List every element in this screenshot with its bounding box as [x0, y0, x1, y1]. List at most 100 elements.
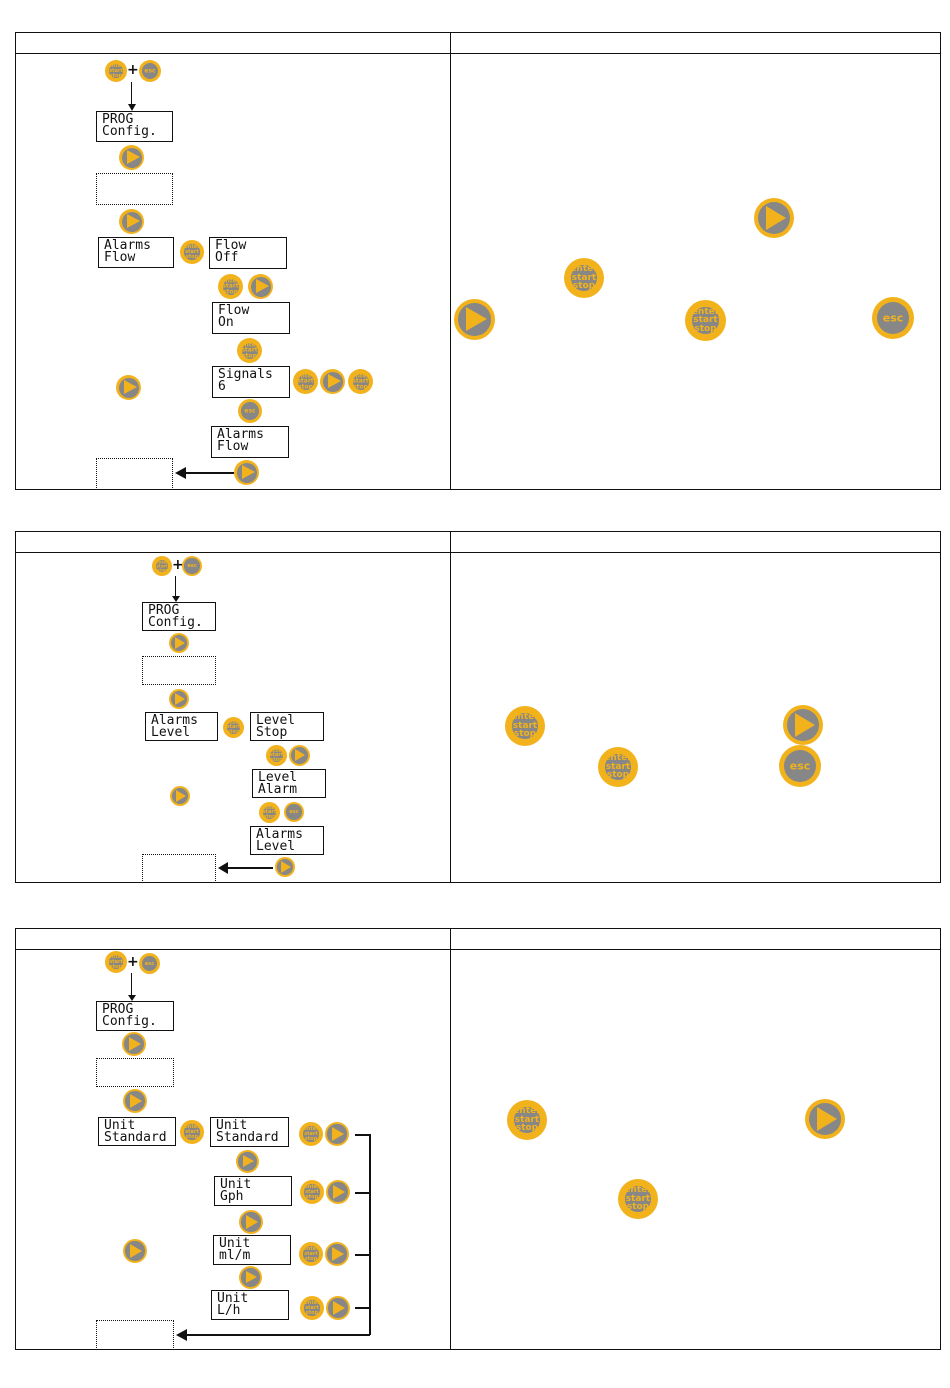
- esc-key-label: esc: [882, 311, 904, 325]
- table-header-row: [16, 532, 940, 553]
- flow-line: [131, 973, 132, 997]
- arrow-triangle: [176, 790, 186, 802]
- esc-key-label: esc: [289, 809, 299, 815]
- esc-key-label: esc: [187, 563, 197, 569]
- key-face: [303, 1246, 319, 1262]
- arrow-triangle: [129, 1036, 142, 1051]
- arrow-left-icon: [175, 467, 186, 479]
- right-arrow-key-icon: [239, 1266, 262, 1289]
- key-face: [286, 804, 302, 820]
- right-arrow-key-icon: [326, 1180, 350, 1204]
- key-face: [877, 302, 909, 334]
- esc-key-icon: esc: [872, 297, 914, 339]
- arrow-triangle: [333, 1300, 346, 1315]
- arrow-triangle: [241, 465, 255, 479]
- bracket-line: [355, 1134, 369, 1136]
- arrow-triangle: [817, 1107, 837, 1131]
- arrow-triangle: [175, 637, 185, 649]
- esc-key-label: esc: [244, 407, 256, 415]
- key-face: [155, 559, 169, 573]
- flow-line: [186, 1334, 370, 1336]
- right-arrow-key-icon: [320, 369, 345, 394]
- key-face: [514, 1107, 540, 1133]
- arrow-down-icon: [128, 104, 136, 111]
- right-arrow-key-icon: [123, 1089, 147, 1113]
- flow-line: [184, 472, 234, 474]
- arrow-left-icon: [218, 862, 228, 874]
- arrow-triangle: [123, 380, 137, 394]
- key-face: [141, 955, 158, 972]
- table-header-row: [16, 929, 940, 950]
- arrow-triangle: [795, 713, 815, 737]
- key-face: [512, 713, 538, 739]
- right-arrow-key-icon: [169, 689, 189, 709]
- key-face: [226, 720, 241, 735]
- arrow-triangle: [295, 749, 306, 762]
- key-face: [692, 307, 719, 334]
- key-face: [605, 754, 631, 780]
- bracket-line: [355, 1307, 369, 1309]
- arrow-triangle: [175, 693, 185, 705]
- arrow-left-icon: [176, 1329, 187, 1341]
- plus-sign: +: [127, 954, 139, 970]
- arrow-triangle: [130, 1093, 143, 1108]
- key-face: [108, 63, 124, 79]
- column-divider: [450, 929, 451, 1349]
- key-face: [352, 373, 369, 390]
- right-arrow-key-icon: [170, 786, 190, 806]
- right-arrow-key-icon: [123, 1239, 147, 1263]
- right-arrow-key-icon: [783, 705, 823, 745]
- right-arrow-key-icon: [325, 1122, 349, 1146]
- key-face: [784, 750, 816, 782]
- key-face: [240, 401, 260, 421]
- menu-placeholder-box: [142, 656, 216, 685]
- arrow-triangle: [242, 1154, 254, 1167]
- flow-line: [131, 82, 132, 106]
- menu-placeholder-box: [96, 173, 173, 205]
- esc-key-icon: esc: [284, 802, 304, 822]
- right-arrow-key-icon: [236, 1150, 259, 1173]
- arrow-triangle: [126, 150, 140, 164]
- right-arrow-key-icon: [326, 1296, 350, 1320]
- right-arrow-key-icon: [234, 460, 259, 485]
- plus-sign: +: [172, 557, 184, 573]
- key-face: [303, 1126, 319, 1142]
- esc-key-label: esc: [144, 67, 156, 75]
- key-face: [304, 1300, 320, 1316]
- arrow-triangle: [332, 1126, 345, 1141]
- right-arrow-key-icon: [754, 198, 794, 238]
- key-face: [184, 558, 200, 574]
- key-face: [625, 1186, 651, 1212]
- menu-placeholder-box: [96, 458, 173, 490]
- arrow-triangle: [327, 374, 341, 388]
- arrow-triangle: [766, 206, 786, 230]
